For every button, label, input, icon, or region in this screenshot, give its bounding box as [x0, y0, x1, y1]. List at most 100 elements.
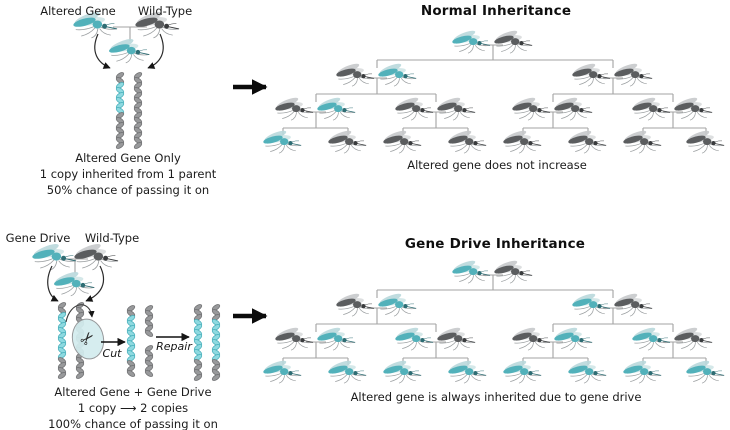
- mosquito-leg: [594, 77, 605, 85]
- mosquito-head: [408, 140, 413, 146]
- chromosome-repaired: [211, 304, 221, 381]
- mosquito-leg: [616, 76, 632, 80]
- mosquito-leg: [100, 260, 112, 268]
- mosquito-antenna: [642, 303, 651, 306]
- mosquito-leg: [270, 144, 283, 152]
- mosquito-abdomen: [263, 135, 283, 144]
- mosquito-leg: [636, 77, 647, 85]
- chromosome-altered: [115, 72, 125, 149]
- mosquito-thorax: [400, 368, 409, 376]
- note-line: 1 copy inherited from 1 parent: [39, 167, 217, 181]
- mosquito-leg: [319, 110, 335, 114]
- mosquito-antenna: [411, 370, 420, 373]
- mosquito-thorax: [71, 279, 81, 288]
- connector-line: [552, 77, 674, 102]
- mosquito-abdomen: [135, 17, 158, 27]
- mosquito-head: [593, 370, 598, 376]
- mosquito-proboscis: [84, 285, 95, 288]
- mosquito-leg: [459, 111, 470, 119]
- mosquito-antenna: [660, 337, 669, 340]
- mosquito-thorax: [631, 71, 640, 79]
- chromosome-wildtype: [133, 72, 143, 149]
- chromosome-segment: [126, 370, 136, 377]
- mosquito-leg: [452, 112, 459, 121]
- mosquito-head: [288, 370, 293, 376]
- mosquito-head: [164, 23, 170, 29]
- mosquito-leg: [583, 375, 590, 384]
- mosquito-head: [657, 337, 662, 343]
- mosquito-thorax: [703, 368, 712, 376]
- mosquito-proboscis: [715, 143, 725, 146]
- mosquito-leg: [616, 306, 632, 310]
- mosquito-antenna: [356, 140, 365, 143]
- chromosome-segment: [57, 372, 67, 379]
- chromosome-segment: [144, 370, 154, 377]
- mosquito-leg: [76, 258, 95, 263]
- mosquito-teal: [73, 12, 118, 39]
- mosquito-abdomen: [632, 332, 652, 341]
- mosquito-antenna: [139, 49, 148, 52]
- mosquito-leg: [397, 340, 413, 344]
- mosquito-proboscis: [643, 76, 653, 79]
- mosquito-thorax: [292, 335, 301, 343]
- mosquito-teal: [572, 293, 611, 317]
- altered-gene-label: Altered Gene: [40, 4, 116, 18]
- mosquito-antenna: [364, 303, 373, 306]
- mosquito-thorax: [703, 138, 712, 146]
- mosquito-antenna: [660, 107, 669, 110]
- mosquito-antenna: [303, 107, 312, 110]
- mosquito-abdomen: [554, 332, 574, 341]
- mosquito-proboscis: [541, 110, 551, 113]
- mosquito-teal: [263, 130, 302, 154]
- mosquito-antenna: [651, 140, 660, 143]
- mosquito-leg: [324, 341, 337, 349]
- mosquito-leg: [99, 28, 111, 36]
- mosquito-leg: [514, 340, 530, 344]
- mosquito-abdomen: [109, 44, 130, 53]
- mosquito-thorax: [631, 301, 640, 309]
- mosquito-leg: [444, 341, 457, 349]
- mosquito-abdomen: [448, 365, 468, 374]
- mosquito-head: [579, 107, 584, 113]
- mosquito-leg: [509, 45, 516, 54]
- mosquito-teal: [686, 360, 725, 384]
- mosquito-abdomen: [494, 35, 514, 44]
- mosquito-head: [537, 107, 542, 113]
- mosquito-gray: [614, 293, 653, 317]
- mosquito-proboscis: [481, 273, 491, 276]
- mosquito-leg: [639, 111, 652, 119]
- mosquito-leg: [143, 27, 158, 37]
- mosquito-thorax: [589, 301, 598, 309]
- mosquito-proboscis: [292, 143, 302, 146]
- mosquito-head: [711, 140, 716, 146]
- mosquito-leg: [277, 340, 293, 344]
- mosquito-abdomen: [54, 277, 75, 286]
- mosquito-leg: [82, 259, 97, 269]
- mosquito-leg: [574, 76, 590, 80]
- mosquito-leg: [455, 144, 468, 152]
- mosquito-antenna: [714, 140, 723, 143]
- mosquito-leg: [583, 145, 590, 154]
- mosquito-leg: [75, 26, 94, 31]
- mosquito-antenna: [476, 370, 485, 373]
- mosquito-abdomen: [32, 249, 55, 259]
- normal-tree-caption: Altered gene does not increase: [407, 158, 587, 172]
- mosquito-abdomen: [336, 298, 356, 307]
- mosquito-head: [403, 303, 408, 309]
- mosquito-teal: [383, 360, 422, 384]
- mosquito-abdomen: [328, 135, 348, 144]
- connector-line: [315, 307, 437, 332]
- mosquito-leg: [621, 307, 634, 315]
- mosquito-head: [711, 370, 716, 376]
- mosquito-leg: [576, 111, 587, 119]
- mosquito-thorax: [511, 268, 520, 276]
- normal-cross-diagram: [73, 12, 180, 149]
- mosquito-antenna: [582, 107, 591, 110]
- mosquito-antenna: [406, 303, 415, 306]
- mosquito-proboscis: [346, 340, 356, 343]
- gene-drive-loop-arrow: [65, 304, 95, 323]
- chromosome-segment: [115, 142, 125, 149]
- mosquito-leg: [496, 43, 512, 47]
- mosquito-abdomen: [383, 135, 403, 144]
- mosquito-leg: [630, 374, 643, 382]
